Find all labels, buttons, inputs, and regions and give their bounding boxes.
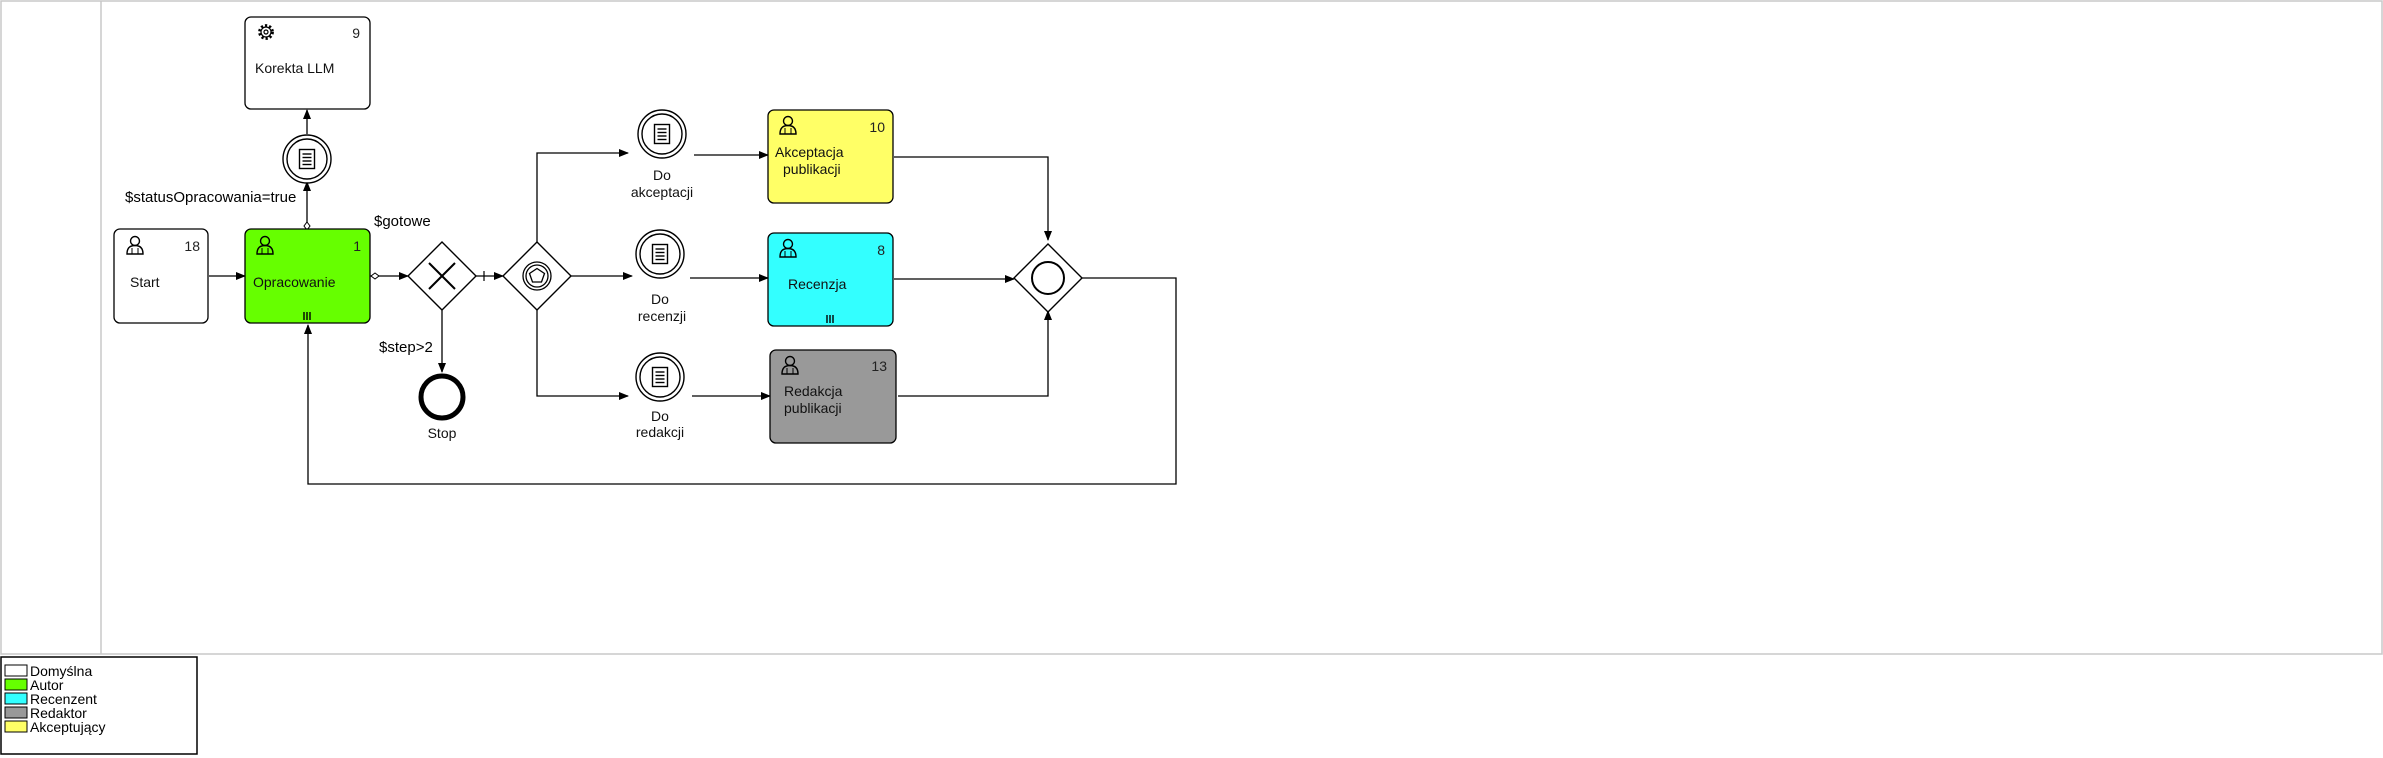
document-icon [653, 123, 671, 145]
legend: Domyślna Autor Recenzent Redaktor Akcept… [0, 656, 198, 755]
task-label-line2: publikacji [784, 400, 842, 416]
event-do-redakcji[interactable]: Do redakcji [635, 352, 685, 440]
end-event-stop[interactable]: Stop [418, 373, 466, 441]
x-icon [428, 262, 456, 290]
task-korekta-llm[interactable]: 9 Korekta LLM [244, 16, 371, 110]
event-label-line1: Do [651, 291, 669, 307]
event-label-line1: Do [653, 167, 671, 183]
flow-eventgw-akceptacja[interactable] [536, 149, 629, 242]
flow-join-loopback[interactable] [304, 277, 1177, 485]
event-label-line2: akceptacji [631, 184, 693, 200]
event-label: Stop [428, 425, 457, 441]
task-start[interactable]: 18 Start [113, 228, 209, 324]
task-redakcja-publikacji[interactable]: 13 Redakcja publikacji [769, 349, 897, 444]
task-akceptacja-publikacji[interactable]: 10 Akceptacja publikacji [767, 109, 894, 204]
pentagon-icon [528, 267, 546, 283]
task-opracowanie[interactable]: 1 Opracowanie [244, 228, 371, 324]
legend-item: Redaktor [4, 705, 87, 721]
document-icon [651, 243, 669, 265]
task-number: 1 [353, 238, 361, 254]
task-number: 8 [877, 242, 885, 258]
event-based-gateway[interactable] [502, 241, 572, 311]
canvas-border [0, 0, 2383, 655]
gear-icon [258, 24, 274, 40]
conditional-marker [370, 272, 380, 280]
task-label-line2: publikacji [783, 161, 841, 177]
task-number: 18 [184, 238, 200, 254]
task-label: Start [130, 274, 160, 290]
task-label: Recenzja [788, 276, 847, 292]
event-do-recenzji[interactable]: Do recenzji [635, 229, 686, 324]
legend-item: Autor [4, 677, 64, 693]
legend-item: Akceptujący [4, 719, 105, 735]
flow-redakcja-join[interactable] [898, 310, 1052, 397]
event-do-akceptacji[interactable]: Do akceptacji [631, 109, 693, 200]
document-icon [651, 366, 669, 388]
inclusive-gateway[interactable] [1013, 243, 1083, 313]
condition-status-opracowania: $statusOpracowania=true [125, 189, 296, 206]
legend-box [0, 656, 198, 755]
task-label-line1: Redakcja [784, 383, 843, 399]
event-label-line2: redakcji [636, 424, 684, 440]
sequence-flows [209, 109, 1177, 485]
circle-icon [1031, 261, 1065, 295]
task-label: Opracowanie [253, 274, 336, 290]
task-label: Korekta LLM [255, 60, 334, 76]
condition-gotowe: $gotowe [374, 213, 431, 230]
legend-label: Domyślna [30, 663, 92, 679]
legend-label: Autor [30, 677, 64, 693]
exclusive-gateway[interactable] [407, 241, 477, 311]
event-label-line2: recenzji [638, 308, 686, 324]
condition-step: $step>2 [379, 339, 433, 356]
legend-item: Recenzent [4, 691, 97, 707]
legend-label: Redaktor [30, 705, 87, 721]
task-number: 13 [871, 358, 887, 374]
task-number: 9 [352, 25, 360, 41]
legend-label: Recenzent [30, 691, 97, 707]
flow-eventgw-redakcja[interactable] [536, 310, 629, 400]
legend-label: Akceptujący [30, 719, 105, 735]
flow-akceptacja-join[interactable] [894, 156, 1052, 241]
task-recenzja[interactable]: 8 Recenzja [767, 232, 894, 327]
event-label-line1: Do [651, 408, 669, 424]
legend-item: Domyślna [4, 663, 92, 679]
document-icon [298, 148, 316, 170]
intermediate-event-message[interactable] [282, 134, 332, 184]
task-label-line1: Akceptacja [775, 144, 844, 160]
task-number: 10 [869, 119, 885, 135]
